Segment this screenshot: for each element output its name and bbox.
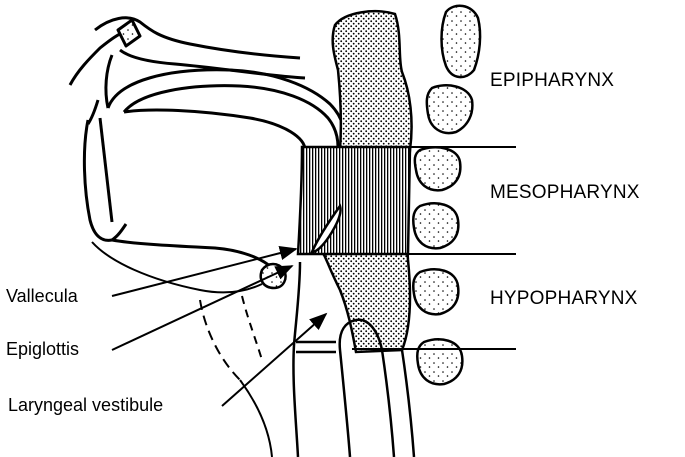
laryngeal-vestibule-label: Laryngeal vestibule (8, 395, 163, 416)
vertebra-4 (413, 203, 458, 248)
skull-base-outline (70, 18, 305, 108)
vertebra-3 (415, 147, 461, 190)
epiglottis-label: Epiglottis (6, 339, 79, 360)
jaw-neck-outline (92, 242, 272, 457)
hyoid-bone (261, 264, 286, 288)
vertebra-5 (413, 269, 458, 314)
vertebra-2 (427, 85, 473, 133)
mesopharynx-label: MESOPHARYNX (490, 182, 640, 204)
mesopharynx-band (298, 147, 410, 254)
vertebra-6 (417, 339, 462, 384)
vertebra-1 (442, 6, 481, 77)
cervical-vertebrae (413, 6, 480, 385)
laryngeal-vestibule-arrow (222, 314, 326, 406)
vallecula-label: Vallecula (6, 286, 78, 307)
epiglottis-arrow (112, 266, 292, 350)
hypopharynx-label: HYPOPHARYNX (490, 288, 638, 310)
palate-arch (108, 70, 346, 147)
oral-cavity-outline (84, 100, 305, 268)
epipharynx-label: EPIPHARYNX (490, 70, 614, 92)
